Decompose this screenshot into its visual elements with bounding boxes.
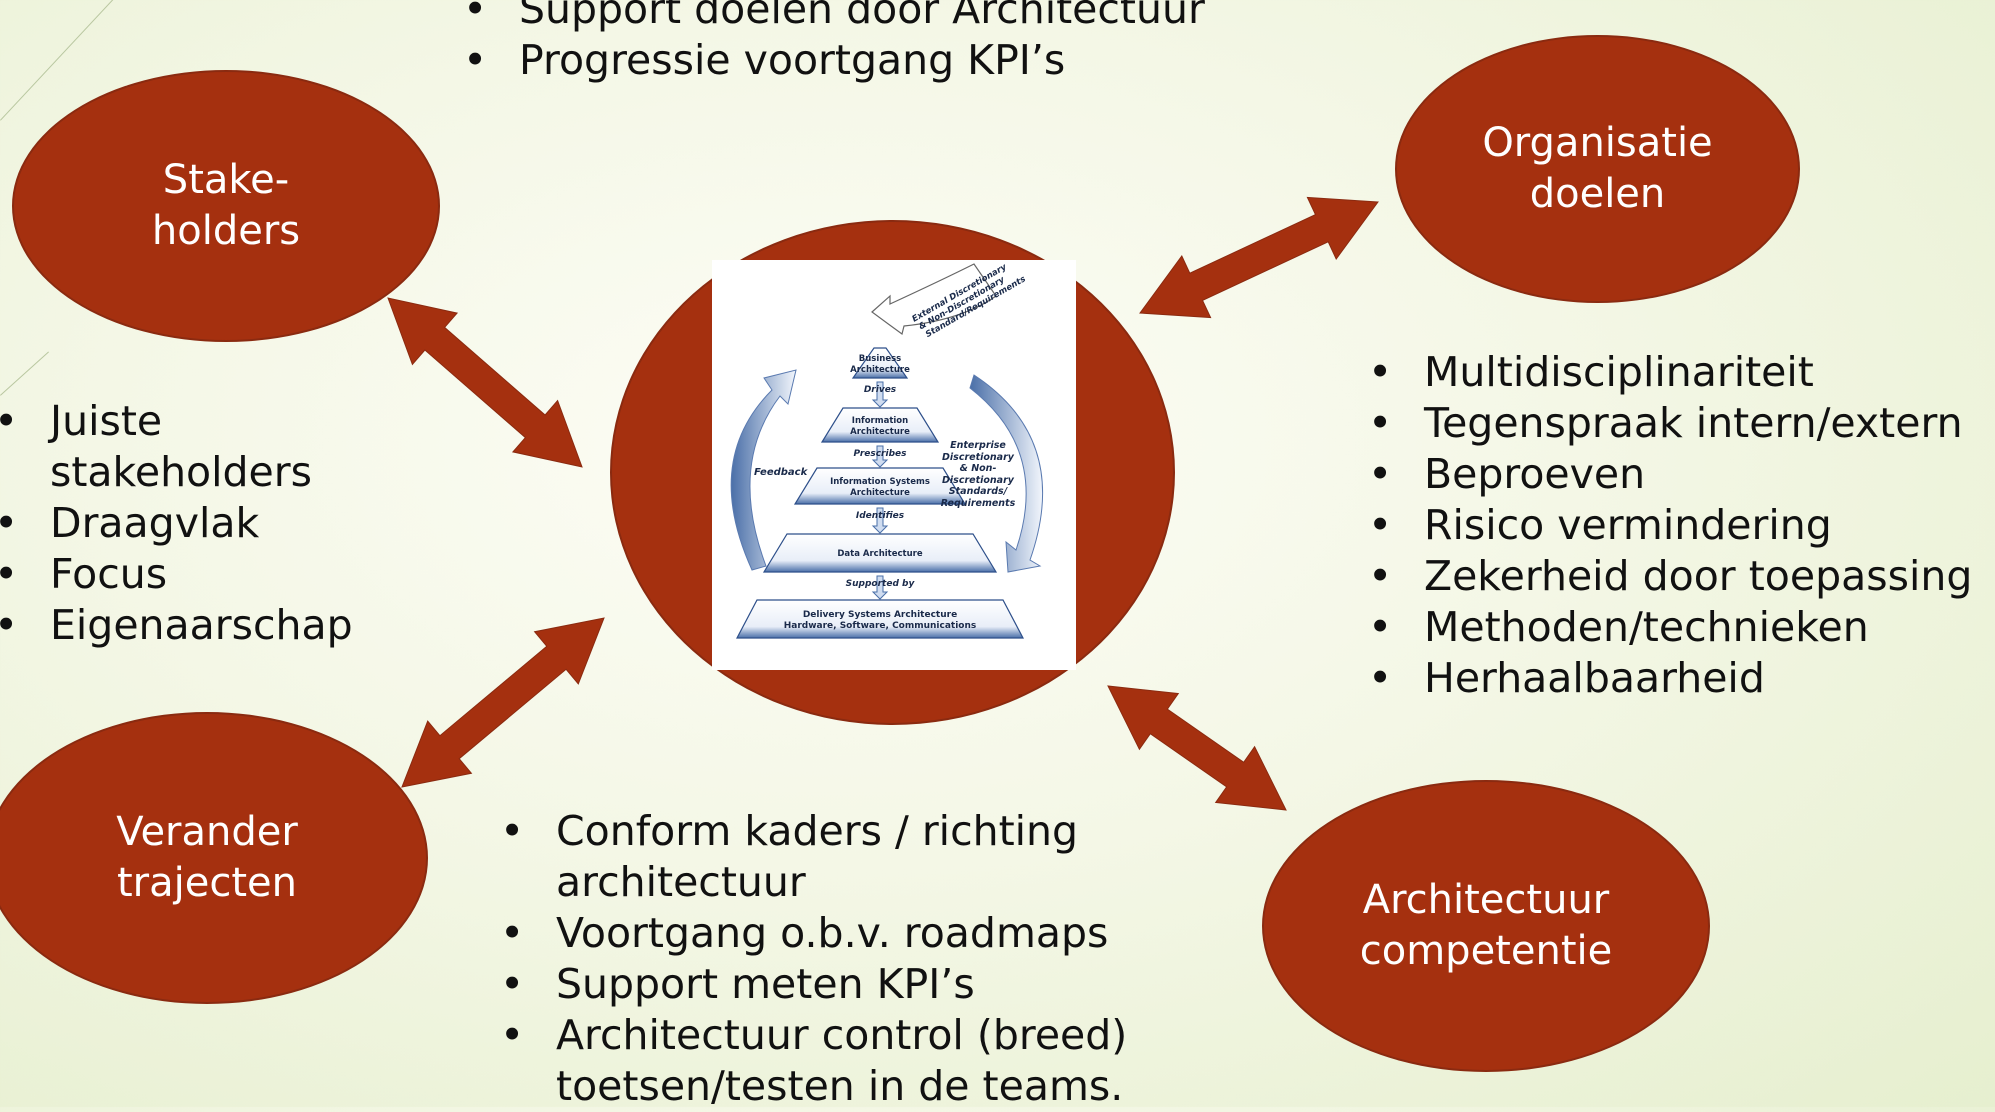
feedback-label: Feedback bbox=[754, 467, 808, 478]
node-architectuur-competentie: Architectuur competentie bbox=[1262, 780, 1710, 1072]
right-bullet-item: Risico vermindering bbox=[1360, 500, 1972, 551]
pyramid-connector-label: Supported by bbox=[846, 579, 916, 589]
pyramid-tier bbox=[851, 347, 909, 379]
feedback-curve-arrow bbox=[730, 369, 797, 571]
top-bullet-item: Support doelen door Architectuur bbox=[455, 0, 1205, 35]
node-competentie-label: Architectuur competentie bbox=[1359, 877, 1613, 974]
arrow-organisatie bbox=[1139, 196, 1379, 319]
bottom-bullet-list: Conform kaders / richting architectuur V… bbox=[492, 806, 1156, 1112]
left-bullet-list: Juiste stakeholders Draagvlak Focus Eige… bbox=[0, 396, 366, 651]
right-bullet-item: Methoden/technieken bbox=[1360, 602, 1972, 653]
right-bullet-item: Tegenspraak intern/extern bbox=[1360, 398, 1972, 449]
pyramid-tier bbox=[736, 599, 1024, 639]
node-organisatie-label: Organisatie doelen bbox=[1482, 120, 1713, 217]
bottom-bullet-item: Conform kaders / richting architectuur bbox=[492, 806, 1116, 908]
bottom-bullet-item: Voortgang o.b.v. roadmaps bbox=[492, 908, 1156, 959]
pyramid-connector-label: Prescribes bbox=[854, 449, 908, 459]
pyramid-connector-arrow bbox=[871, 445, 889, 468]
node-stakeholders: Stake- holders bbox=[12, 70, 440, 342]
pyramid-tier-label-line: Architecture bbox=[850, 365, 910, 375]
pyramid-tier-label-line: Data Architecture bbox=[837, 549, 922, 559]
node-verander-trajecten: Verander trajecten bbox=[0, 712, 428, 1004]
pyramid-tier-label-line: Architecture bbox=[850, 488, 910, 498]
top-bullet-item: Progressie voortgang KPI’s bbox=[455, 35, 1205, 86]
node-organisatie-doelen: Organisatie doelen bbox=[1395, 35, 1800, 303]
pyramid-tier-label: Data Architecture bbox=[837, 549, 922, 559]
bottom-bullet-item: Support meten KPI’s bbox=[492, 959, 1156, 1010]
right-bullet-list: Multidisciplinariteit Tegenspraak intern… bbox=[1360, 347, 1972, 704]
right-bullet-item: Zekerheid door toepassing bbox=[1360, 551, 1972, 602]
pyramid-tier-label-line: Delivery Systems Architecture bbox=[803, 610, 957, 620]
pyramid-connector-arrow bbox=[871, 507, 889, 534]
right-bullet-item: Multidisciplinariteit bbox=[1360, 347, 1972, 398]
arrow-stakeholders bbox=[387, 297, 583, 468]
node-stakeholders-label: Stake- holders bbox=[151, 157, 301, 254]
architecture-pyramid-card: External Discretionary & Non-Discretiona… bbox=[712, 260, 1076, 670]
pyramid-tier-label-line: Business bbox=[859, 354, 901, 364]
external-requirements-arrow bbox=[871, 263, 997, 336]
arrow-competentie bbox=[1107, 685, 1287, 811]
right-bullet-item: Beproeven bbox=[1360, 449, 1972, 500]
pyramid-connector-label: Drives bbox=[864, 385, 897, 395]
left-bullet-item: Focus bbox=[0, 549, 366, 600]
left-bullet-item: Juiste stakeholders bbox=[0, 396, 312, 498]
pyramid-tier-label-line: Information Systems bbox=[830, 477, 930, 487]
pyramid-connector-arrow bbox=[871, 381, 889, 408]
pyramid-tier bbox=[762, 533, 998, 573]
node-verander-label: Verander trajecten bbox=[116, 809, 298, 906]
pyramid-tier-label-line: Information bbox=[852, 416, 908, 426]
pyramid-tier bbox=[820, 407, 940, 443]
pyramid-tier-label-line: Hardware, Software, Communications bbox=[784, 621, 977, 631]
left-bullet-item: Eigenaarschap bbox=[0, 600, 366, 651]
pyramid-connector-arrow bbox=[871, 575, 889, 600]
pyramid-tier bbox=[793, 467, 967, 505]
enterprise-label: Enterprise Discretionary & Non-Discretio… bbox=[940, 440, 1016, 509]
right-bullet-item: Herhaalbaarheid bbox=[1360, 653, 1972, 704]
architecture-pyramid: External Discretionary & Non-Discretiona… bbox=[730, 262, 1044, 639]
arrow-verander bbox=[401, 617, 605, 788]
pyramid-tier-label-line: Architecture bbox=[850, 427, 910, 437]
enterprise-curve-arrow bbox=[969, 374, 1044, 573]
left-bullet-item: Draagvlak bbox=[0, 498, 366, 549]
bottom-bullet-item: Architectuur control (breed) toetsen/tes… bbox=[492, 1010, 1156, 1112]
pyramid-connector-label: Identifies bbox=[856, 511, 905, 521]
top-bullet-list: Support doelen door Architectuur Progres… bbox=[455, 0, 1205, 86]
